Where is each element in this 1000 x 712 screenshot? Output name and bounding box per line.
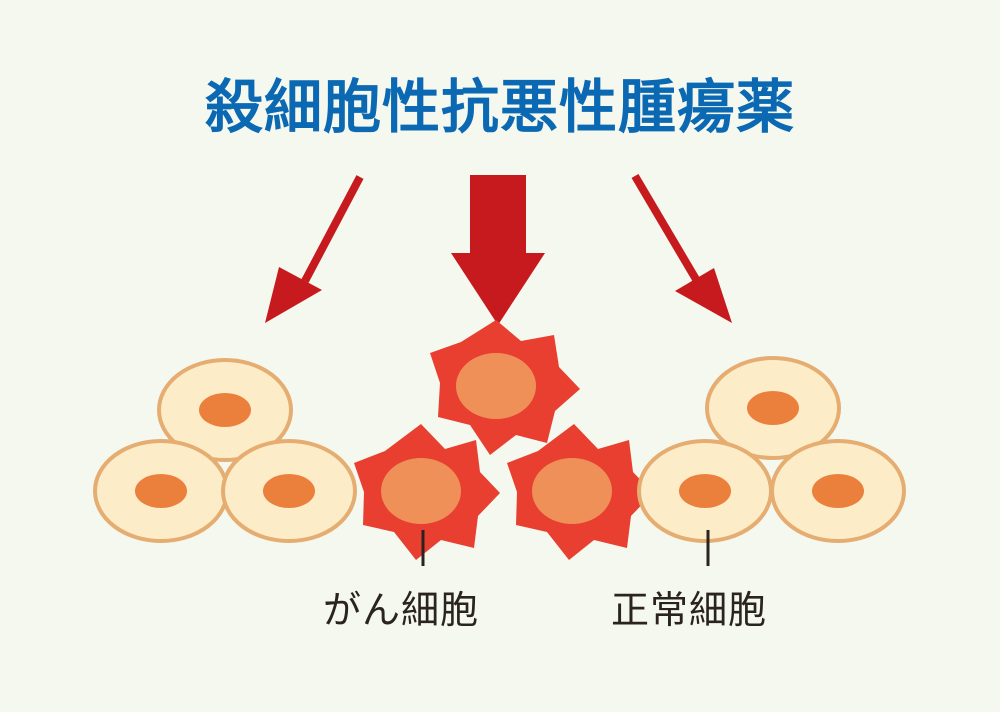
normal-cell [705, 356, 841, 460]
normal-cell [637, 439, 773, 543]
cancer-cell [507, 424, 653, 560]
cell-nucleus [747, 391, 799, 425]
cell-nucleus [679, 474, 731, 508]
normal-cell-group-left [93, 358, 357, 543]
cell-nucleus [456, 353, 536, 419]
cell-nucleus [532, 458, 612, 524]
cell-nucleus [381, 458, 461, 524]
normal-cell [770, 439, 906, 543]
normal-cell [157, 358, 293, 462]
normal-cell-group-right [637, 356, 906, 543]
diagram-title: 殺細胞性抗悪性腫瘍薬 [204, 73, 795, 141]
cancer-cell [354, 424, 500, 560]
normal-cell [221, 439, 357, 543]
cancer-cell-group [354, 320, 653, 560]
cell-nucleus [199, 393, 251, 427]
arrow-to-normal-cells-right [631, 173, 732, 323]
cell-nucleus [135, 474, 187, 508]
cancer-cell [430, 320, 580, 455]
cancer-cell-label: がん細胞 [323, 588, 480, 632]
normal-cell [93, 439, 229, 543]
normal-cell-label: 正常細胞 [611, 588, 768, 632]
arrow-to-cancer-cells [451, 175, 545, 325]
cell-nucleus [812, 474, 864, 508]
cell-nucleus [263, 474, 315, 508]
arrow-to-normal-cells-left [265, 175, 364, 323]
